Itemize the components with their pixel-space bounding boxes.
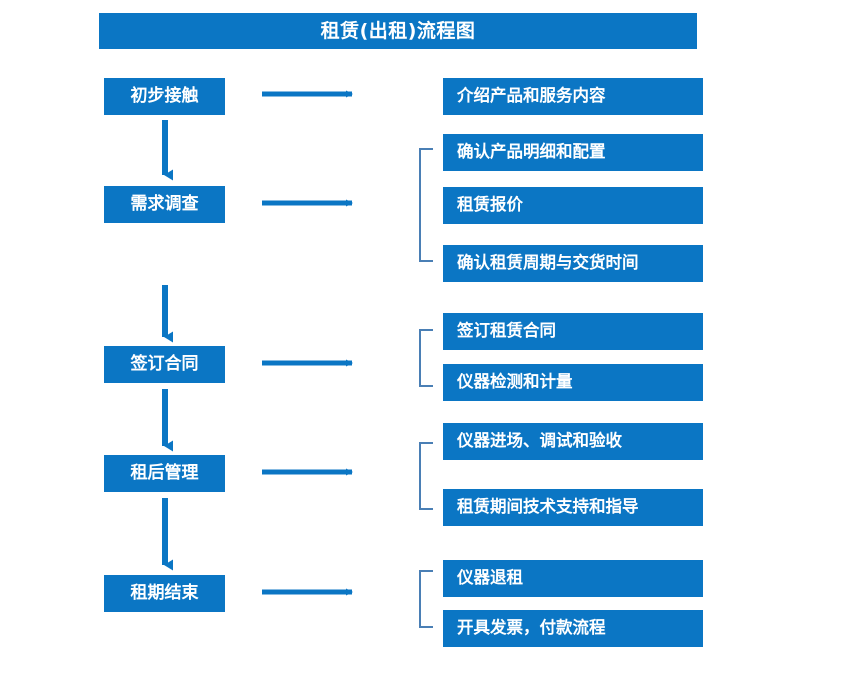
detail-label-3: 租赁报价 bbox=[457, 195, 523, 215]
detail-box-7[interactable]: 仪器进场、调试和验收 bbox=[443, 423, 703, 460]
detail-box-3[interactable]: 租赁报价 bbox=[443, 187, 703, 224]
detail-label-6: 仪器检测和计量 bbox=[457, 372, 573, 392]
diagram-title-bar: 租赁(出租)流程图 bbox=[99, 13, 697, 49]
bracket-group-2 bbox=[419, 148, 433, 262]
bracket-group-3 bbox=[419, 329, 433, 387]
detail-box-4[interactable]: 确认租赁周期与交货时间 bbox=[443, 245, 703, 282]
detail-box-1[interactable]: 介绍产品和服务内容 bbox=[443, 78, 703, 115]
stage-label-5: 租期结束 bbox=[130, 583, 199, 603]
detail-box-10[interactable]: 开具发票，付款流程 bbox=[443, 610, 703, 647]
stage-label-4: 租后管理 bbox=[130, 463, 199, 483]
stage-box-2[interactable]: 需求调查 bbox=[104, 186, 225, 223]
stage-box-3[interactable]: 签订合同 bbox=[104, 346, 225, 383]
detail-label-5: 签订租赁合同 bbox=[457, 321, 556, 341]
detail-label-4: 确认租赁周期与交货时间 bbox=[457, 253, 639, 273]
detail-label-7: 仪器进场、调试和验收 bbox=[457, 431, 622, 451]
stage-box-1[interactable]: 初步接触 bbox=[104, 78, 225, 115]
bracket-group-4 bbox=[419, 442, 433, 510]
detail-box-8[interactable]: 租赁期间技术支持和指导 bbox=[443, 489, 703, 526]
diagram-title: 租赁(出租)流程图 bbox=[320, 19, 476, 42]
bracket-group-5 bbox=[419, 570, 433, 628]
detail-label-2: 确认产品明细和配置 bbox=[457, 142, 606, 162]
detail-label-1: 介绍产品和服务内容 bbox=[457, 86, 606, 106]
stage-label-2: 需求调查 bbox=[130, 194, 199, 214]
detail-box-6[interactable]: 仪器检测和计量 bbox=[443, 364, 703, 401]
detail-label-10: 开具发票，付款流程 bbox=[457, 618, 606, 638]
stage-box-5[interactable]: 租期结束 bbox=[104, 575, 225, 612]
detail-box-9[interactable]: 仪器退租 bbox=[443, 560, 703, 597]
detail-box-5[interactable]: 签订租赁合同 bbox=[443, 313, 703, 350]
stage-box-4[interactable]: 租后管理 bbox=[104, 455, 225, 492]
stage-label-1: 初步接触 bbox=[130, 86, 199, 106]
detail-box-2[interactable]: 确认产品明细和配置 bbox=[443, 134, 703, 171]
detail-label-8: 租赁期间技术支持和指导 bbox=[457, 497, 639, 517]
stage-label-3: 签订合同 bbox=[130, 354, 199, 374]
detail-label-9: 仪器退租 bbox=[457, 568, 523, 588]
